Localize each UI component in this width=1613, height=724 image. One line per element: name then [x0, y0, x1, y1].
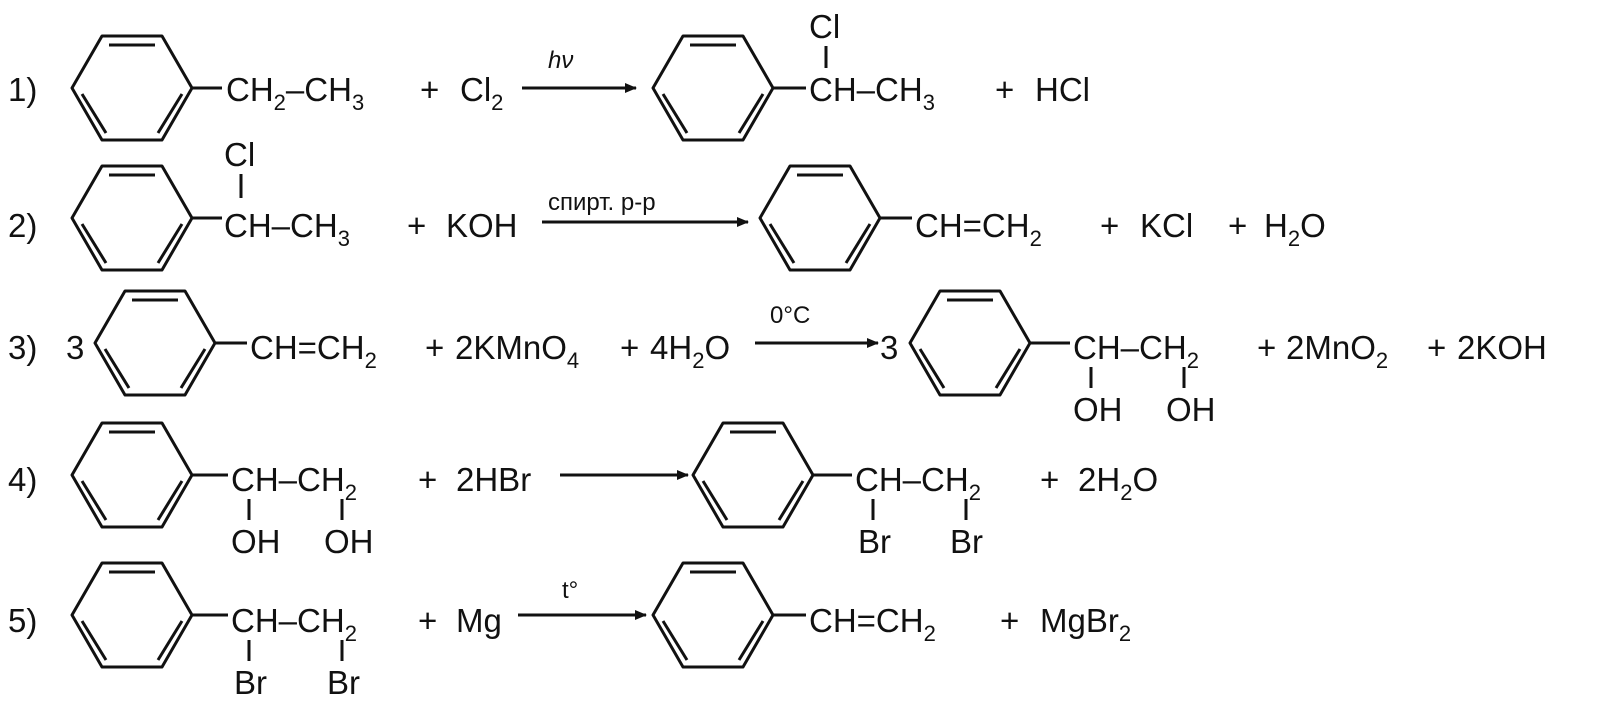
benzene-ring-icon	[70, 421, 194, 529]
benzene-ring-icon	[70, 561, 194, 669]
benzene-ring-icon	[691, 421, 815, 529]
product-formula: CH=CH2	[915, 207, 1042, 251]
plus-sign: +	[620, 329, 639, 366]
reagent-formula: 2KMnO4	[455, 329, 579, 373]
reagent-formula: KOH	[446, 207, 518, 244]
byproduct-formula: HCl	[1035, 71, 1090, 108]
benzene-ring-icon	[758, 164, 882, 272]
reaction-number: 2)	[8, 207, 37, 244]
substituent-label: OH	[324, 523, 374, 560]
substituent-label: Br	[950, 523, 983, 560]
reaction-4: 4) CH–CH2 OH OH + 2HBr CH–CH2 Br Br + 2H…	[8, 421, 1158, 560]
coefficient: 3	[880, 329, 898, 366]
reagent-formula: 4H2O	[650, 329, 730, 373]
plus-sign: +	[425, 329, 444, 366]
reaction-number: 5)	[8, 602, 37, 639]
byproduct-formula: MgBr2	[1040, 602, 1131, 646]
substituent-label: OH	[1166, 391, 1216, 428]
benzene-ring-icon	[93, 289, 217, 397]
product-formula: CH–CH2	[855, 461, 981, 505]
substituent-label: Br	[234, 664, 267, 701]
byproduct-formula: KCl	[1140, 207, 1193, 244]
plus-sign: +	[1100, 207, 1119, 244]
reactant-formula: CH2–CH3	[226, 71, 364, 115]
reaction-condition: 0°C	[770, 302, 810, 329]
benzene-ring-icon	[70, 34, 194, 142]
byproduct-formula: 2MnO2	[1286, 329, 1388, 373]
substituent-label: Br	[858, 523, 891, 560]
reaction-2: 2) Cl CH–CH3 + KOH спирт. р-р CH=CH2 + K…	[8, 136, 1326, 272]
reactant-formula: CH–CH3	[224, 207, 350, 251]
product-formula: CH–CH2	[1073, 329, 1199, 373]
reaction-5: 5) CH–CH2 Br Br + Mg t° CH=CH2 + MgBr2	[8, 561, 1131, 701]
plus-sign: +	[995, 71, 1014, 108]
substituent-label: OH	[231, 523, 281, 560]
reaction-condition: t°	[562, 577, 578, 604]
reaction-number: 1)	[8, 71, 37, 108]
reactant-formula: CH–CH2	[231, 461, 357, 505]
plus-sign: +	[1257, 329, 1276, 366]
plus-sign: +	[418, 461, 437, 498]
byproduct-formula: 2KOH	[1457, 329, 1547, 366]
plus-sign: +	[1000, 602, 1019, 639]
reaction-number: 4)	[8, 461, 37, 498]
substituent-label: Cl	[224, 136, 255, 173]
byproduct-formula: 2H2O	[1078, 461, 1158, 505]
coefficient: 3	[66, 329, 84, 366]
byproduct-formula: H2O	[1264, 207, 1326, 251]
product-formula: CH–CH3	[809, 71, 935, 115]
plus-sign: +	[1228, 207, 1247, 244]
substituent-label: Br	[327, 664, 360, 701]
benzene-ring-icon	[70, 164, 194, 272]
plus-sign: +	[407, 207, 426, 244]
benzene-ring-icon	[908, 289, 1032, 397]
reagent-formula: 2HBr	[456, 461, 531, 498]
plus-sign: +	[1427, 329, 1446, 366]
reaction-3: 3) 3 CH=CH2 + 2KMnO4 + 4H2O 0°C 3 CH–CH2…	[8, 289, 1547, 428]
benzene-ring-icon	[651, 34, 775, 142]
plus-sign: +	[420, 71, 439, 108]
reagent-formula: Cl2	[460, 71, 503, 115]
substituent-label: OH	[1073, 391, 1123, 428]
reaction-1: 1) CH2–CH3 + Cl2 hν Cl CH–CH3 + HCl	[8, 8, 1090, 142]
reactant-formula: CH–CH2	[231, 602, 357, 646]
substituent-label: Cl	[809, 8, 840, 45]
plus-sign: +	[1040, 461, 1059, 498]
reactant-formula: CH=CH2	[250, 329, 377, 373]
reaction-number: 3)	[8, 329, 37, 366]
product-formula: CH=CH2	[809, 602, 936, 646]
benzene-ring-icon	[651, 561, 775, 669]
reaction-condition: спирт. р-р	[548, 189, 656, 216]
reaction-condition: hν	[548, 47, 573, 74]
reagent-formula: Mg	[456, 602, 502, 639]
plus-sign: +	[418, 602, 437, 639]
